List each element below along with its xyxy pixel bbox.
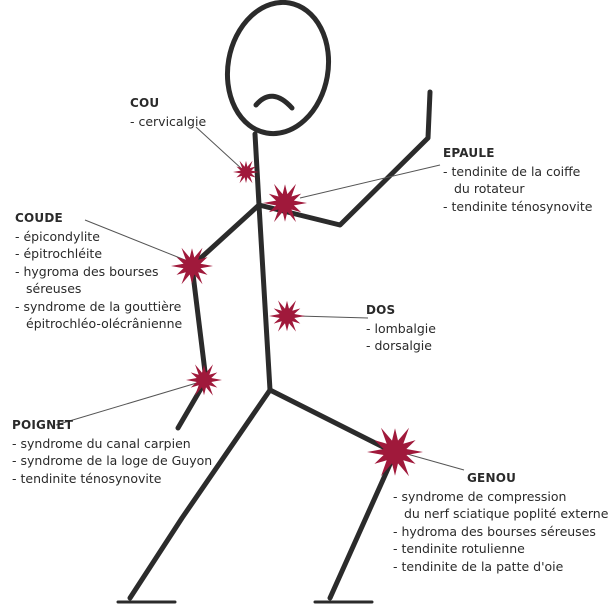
symptom-list-poignet: - syndrome du canal carpien- syndrome de… (12, 435, 212, 488)
left-arm (178, 205, 259, 428)
symptom-genou-0: - syndrome de compression (393, 488, 608, 506)
symptom-poignet-2: - tendinite ténosynovite (12, 470, 212, 488)
symptom-coude-3: - syndrome de la gouttière (15, 298, 182, 316)
symptom-genou-2: - tendinite rotulienne (393, 540, 608, 558)
symptom-genou-0-cont: du nerf sciatique poplité externe (393, 505, 608, 523)
mouth (256, 96, 292, 108)
symptom-poignet-0: - syndrome du canal carpien (12, 435, 212, 453)
region-title-cou: COU (130, 95, 206, 113)
symptom-coude-2-cont: séreuses (15, 280, 182, 298)
symptom-genou-3: - tendinite de la patte d'oie (393, 558, 608, 576)
symptom-coude-3-cont: épitrochléo-olécrânienne (15, 315, 182, 333)
region-title-coude: COUDE (15, 210, 182, 228)
head (217, 0, 338, 142)
region-title-poignet: POIGNET (12, 417, 212, 435)
pain-marker-genou (367, 428, 423, 476)
region-title-dos: DOS (366, 302, 436, 320)
symptom-list-dos: - lombalgie- dorsalgie (366, 320, 436, 355)
label-coude: COUDE - épicondylite- épitrochléite- hyg… (15, 210, 182, 333)
neck-torso (255, 134, 270, 390)
pain-marker-dos (269, 300, 305, 331)
region-title-epaule: EPAULE (443, 145, 592, 163)
symptom-list-coude: - épicondylite- épitrochléite- hygroma d… (15, 228, 182, 333)
symptom-dos-1: - dorsalgie (366, 337, 436, 355)
region-title-genou: GENOU (393, 470, 608, 488)
symptom-epaule-1: - tendinite ténosynovite (443, 198, 592, 216)
leader-dos (298, 316, 368, 318)
symptom-coude-1: - épitrochléite (15, 245, 182, 263)
symptom-dos-0: - lombalgie (366, 320, 436, 338)
label-cou: COU - cervicalgie (130, 95, 206, 130)
symptom-poignet-1: - syndrome de la loge de Guyon (12, 452, 212, 470)
symptom-list-cou: - cervicalgie (130, 113, 206, 131)
label-poignet: POIGNET - syndrome du canal carpien- syn… (12, 417, 212, 487)
symptom-genou-1: - hydroma des bourses séreuses (393, 523, 608, 541)
symptom-cou-0: - cervicalgie (130, 113, 206, 131)
leader-cou (196, 127, 243, 170)
symptom-epaule-0-cont: du rotateur (443, 180, 592, 198)
right-leg (270, 390, 395, 598)
pain-marker-poignet (186, 364, 222, 395)
symptom-coude-2: - hygroma des bourses (15, 263, 182, 281)
label-dos: DOS - lombalgie- dorsalgie (366, 302, 436, 355)
symptom-epaule-0: - tendinite de la coiffe (443, 163, 592, 181)
symptom-coude-0: - épicondylite (15, 228, 182, 246)
